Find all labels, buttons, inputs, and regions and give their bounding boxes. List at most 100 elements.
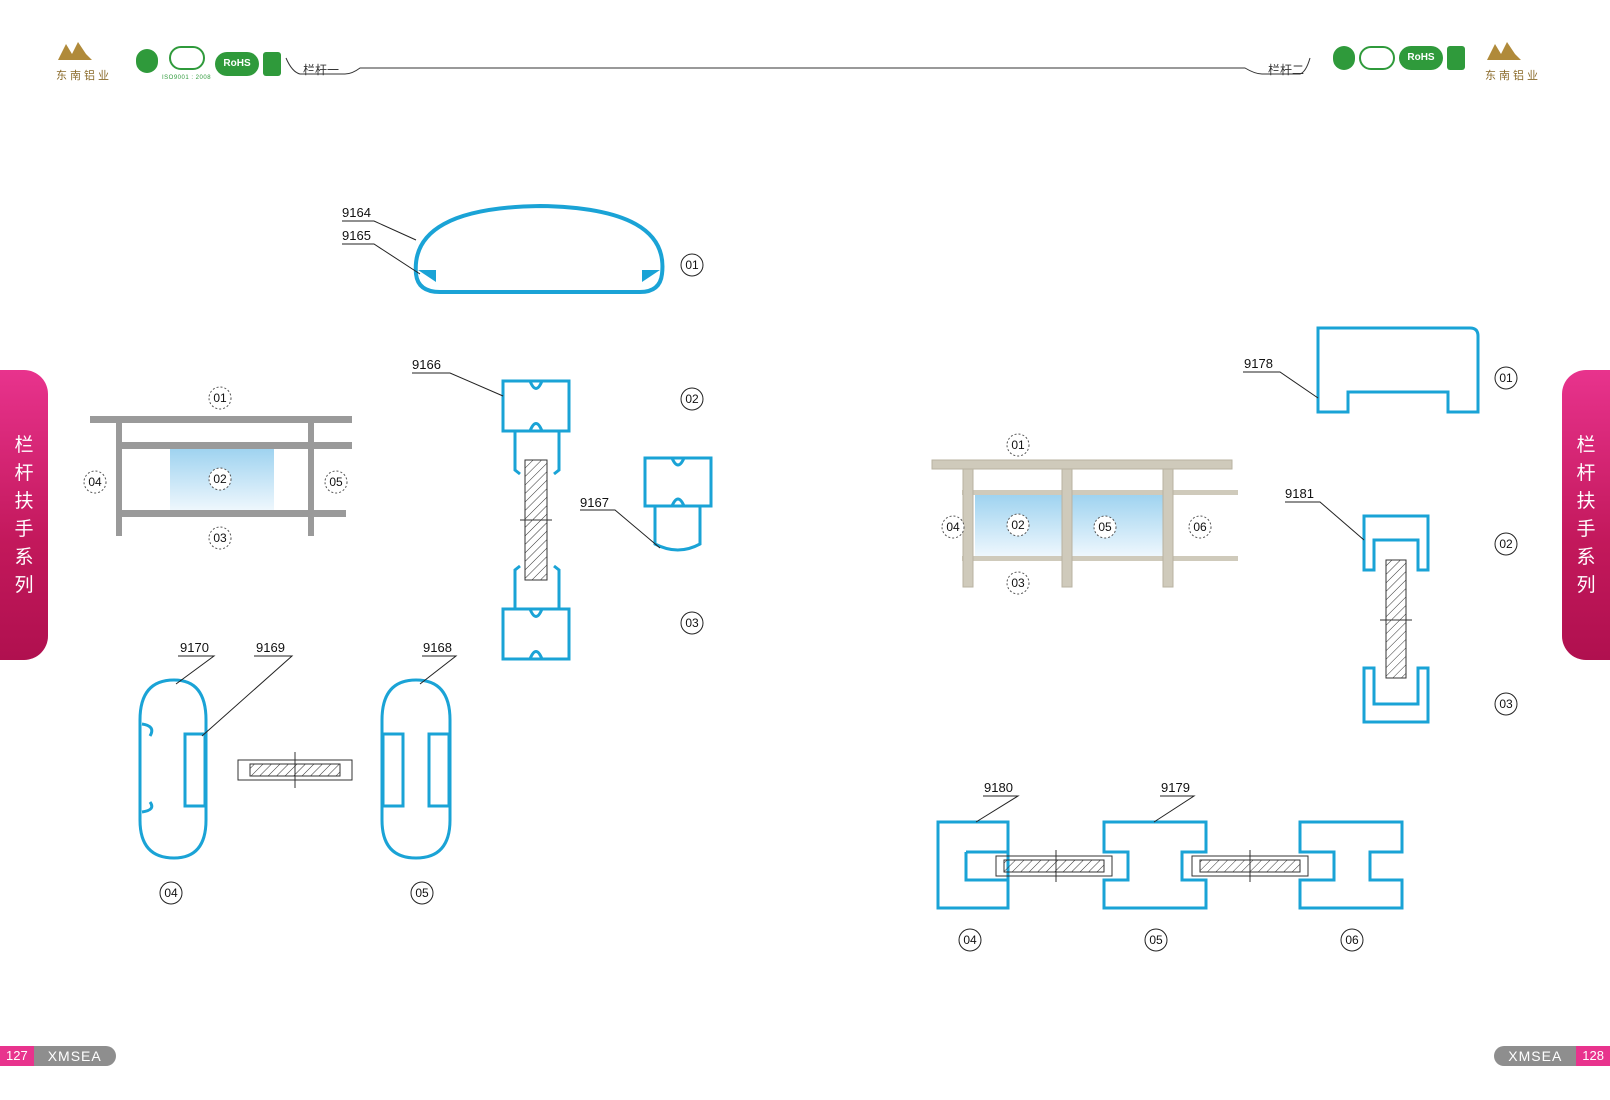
profile-9166 [501,379,571,661]
brand-name-left: 东南铝业 [56,69,112,82]
profile-code-label: 9178 [1244,356,1273,371]
glass-infill [1385,559,1407,679]
elevation-marker: 05 [1093,515,1117,539]
header-left: 东南铝业 [56,40,112,83]
side-tab-char: 杆 [1576,462,1596,484]
svg-text:01: 01 [685,258,699,272]
svg-text:01: 01 [213,391,227,405]
cert-logos-left: ISO9001 : 2008 RoHS [136,46,282,81]
side-tab-char: 列 [1576,574,1596,596]
marker: 06 [1340,928,1364,952]
header-rule [285,57,1311,75]
svg-text:04: 04 [946,520,960,534]
quality-mark-icon [1447,46,1465,70]
elevation-marker: 01 [208,386,232,410]
brand-name-right: 东南铝业 [1485,69,1541,82]
marker: 01 [680,253,704,277]
marker: 01 [1494,366,1518,390]
rohs-badge-right: RoHS [1399,46,1443,70]
cert-circle-icon [136,49,158,73]
cqc-icon [168,46,205,70]
elevation-marker: 02 [208,467,232,491]
elevation-marker: 01 [1006,433,1030,457]
svg-text:03: 03 [213,531,227,545]
profile-code-label: 9167 [580,495,609,510]
profile-9170 [138,678,208,860]
svg-text:05: 05 [415,886,429,900]
svg-text:04: 04 [88,475,102,489]
glass-section [995,850,1309,882]
profile-code-label: 9169 [256,640,285,655]
cqc-icon [1359,46,1395,70]
svg-text:05: 05 [329,475,343,489]
iso-text: ISO9001 : 2008 [162,75,212,81]
profile-9164 [413,203,665,294]
footer-brand-left: XMSEA [33,1046,116,1066]
rohs-badge-left: RoHS [215,51,260,76]
svg-text:04: 04 [164,886,178,900]
cert-badge-1 [136,49,158,78]
side-tab-char: 杆 [14,462,34,484]
profile-9179 [1102,820,1404,910]
marker: 03 [680,611,704,635]
side-tab-char: 系 [14,546,34,568]
side-tab-right: 栏 杆 扶 手 系 列 [1562,370,1610,660]
profile-9181 [1362,514,1430,724]
cert-circle-icon [1333,46,1355,70]
svg-text:05: 05 [1149,933,1163,947]
svg-text:02: 02 [1499,537,1513,551]
side-tab-char: 手 [14,518,34,540]
side-tab-left: 栏 杆 扶 手 系 列 [0,370,48,660]
svg-text:06: 06 [1345,933,1359,947]
footer-left: 127 XMSEA [0,1046,116,1066]
leader-lines [342,220,421,275]
svg-text:06: 06 [1193,520,1207,534]
profile-code-label: 9168 [423,640,452,655]
leader-line [412,372,504,397]
profile-code-label: 9180 [984,780,1013,795]
marker: 03 [1494,692,1518,716]
elevation-marker: 02 [1006,513,1030,537]
elevation-marker: 03 [208,526,232,550]
leader-lines [975,795,1196,823]
side-tab-char: 扶 [14,490,34,512]
svg-text:02: 02 [213,472,227,486]
quality-mark-icon [263,51,282,76]
svg-text:01: 01 [1499,371,1513,385]
company-logo-icon [1487,42,1521,60]
profile-code-label: 9181 [1285,486,1314,501]
profile-code-label: 9165 [342,228,371,243]
profile-code-label: 9179 [1161,780,1190,795]
marker: 05 [410,881,434,905]
elevation-marker: 06 [1188,515,1212,539]
leader-lines [175,655,458,737]
elevation-marker: 04 [941,515,965,539]
profile-code-label: 9170 [180,640,209,655]
side-tab-char: 栏 [1576,434,1596,456]
elevation-marker: 05 [324,470,348,494]
cert-logos-right: RoHS [1333,46,1465,70]
svg-text:03: 03 [1011,576,1025,590]
side-tab-char: 栏 [14,434,34,456]
company-logo-icon [58,42,92,60]
elevation-marker: 04 [83,470,107,494]
railing-elevation-right [931,459,1238,588]
svg-text:02: 02 [685,392,699,406]
svg-text:02: 02 [1011,518,1025,532]
cert-badge-2: ISO9001 : 2008 [162,46,211,81]
page-number-right: 128 [1576,1046,1610,1066]
profile-9167 [643,456,713,552]
marker: 02 [680,387,704,411]
svg-text:05: 05 [1098,520,1112,534]
header-right: 东南铝业 [1485,40,1541,83]
footer-right: XMSEA 128 [1494,1046,1610,1066]
profile-code-label: 9166 [412,357,441,372]
marker: 04 [958,928,982,952]
page-number-left: 127 [0,1046,34,1066]
glass-section [237,752,353,788]
profile-9180 [936,820,1010,910]
leader-line [580,509,661,549]
svg-text:03: 03 [685,616,699,630]
svg-text:03: 03 [1499,697,1513,711]
